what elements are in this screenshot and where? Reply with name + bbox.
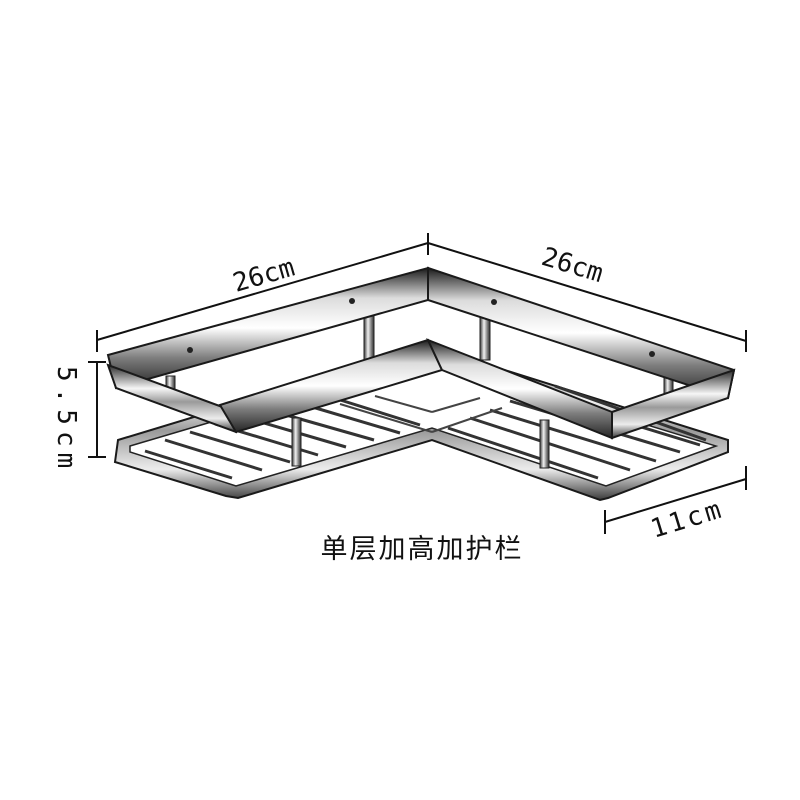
screw-hole-icon	[187, 347, 193, 353]
label-depth: 11cm	[647, 494, 727, 545]
screw-hole-icon	[349, 298, 355, 304]
dim-line-left-length	[96, 242, 429, 341]
label-right-length: 26cm	[538, 242, 607, 289]
front-guard-rail	[106, 338, 736, 440]
dim-line-right-length	[427, 242, 747, 342]
dimension-lines	[88, 233, 747, 534]
label-height: 5.5cm	[51, 366, 81, 474]
bottom-tray	[113, 344, 729, 502]
screw-hole-icon	[491, 299, 497, 305]
dim-line-depth	[604, 478, 747, 523]
screw-hole-icon	[649, 351, 655, 357]
product-caption: 单层加高加护栏	[321, 534, 524, 565]
